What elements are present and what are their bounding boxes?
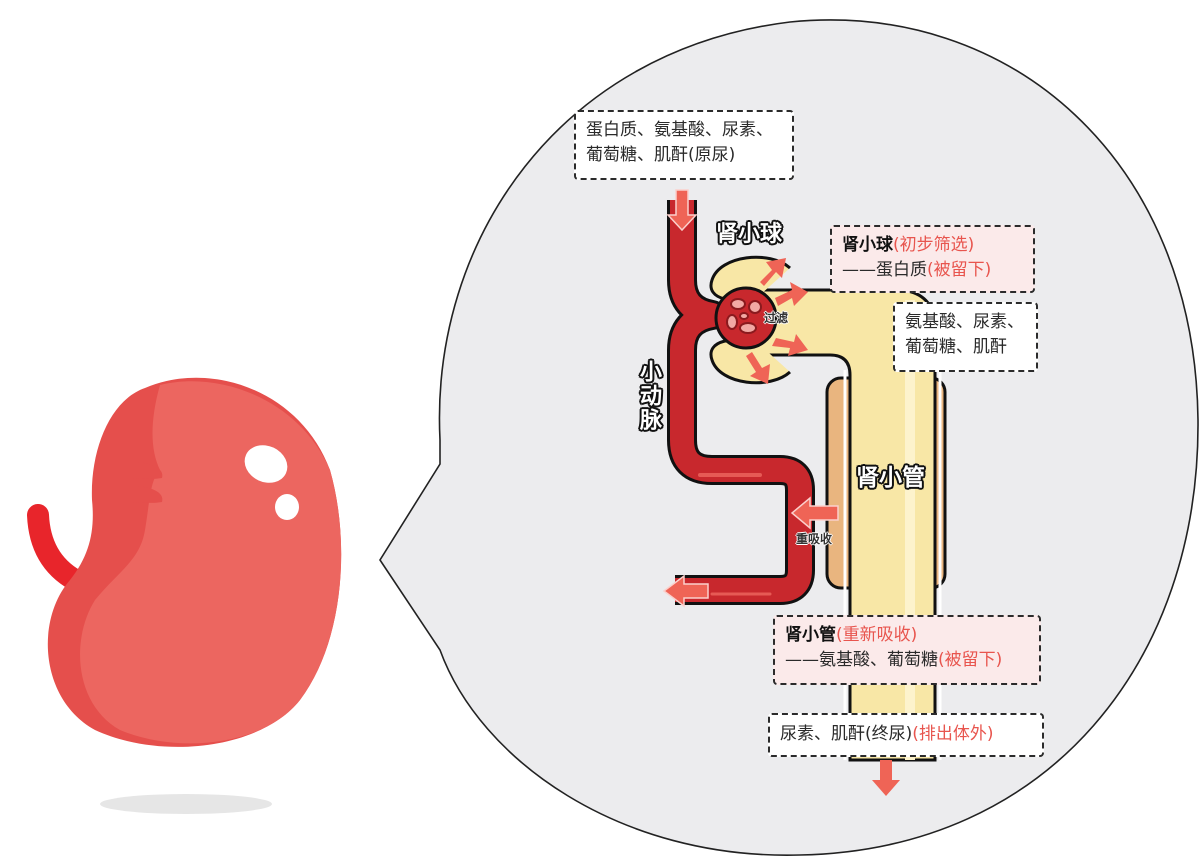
tubule-note-line2-note: (被留下) <box>938 650 1003 670</box>
primary-urine-line1: 蛋白质、氨基酸、尿素、 <box>586 120 773 140</box>
kidney-icon <box>47 377 342 747</box>
filtrate-line1: 氨基酸、尿素、 <box>905 312 1024 332</box>
kidney-highlight-small <box>275 494 299 520</box>
excretion-arrow-icon <box>872 760 900 796</box>
ureter-icon <box>27 504 86 591</box>
tubule-note-heading-note: (重新吸收) <box>836 625 918 645</box>
tubule-note-line2: ——氨基酸、葡萄糖 <box>785 650 938 670</box>
tubule-note-heading: 肾小管 <box>785 625 836 645</box>
glomerulus-label: 肾小球 <box>715 221 783 247</box>
tubule-label: 肾小管 <box>855 464 925 491</box>
arteriole-vessel <box>667 200 815 605</box>
arteriole-label: 小动脉 <box>635 359 661 432</box>
reabsorption-label: 重吸收 <box>796 532 833 546</box>
glomerulus-note-line2: ——蛋白质 <box>842 260 927 280</box>
tubule-note-box: 肾小管(重新吸收) ——氨基酸、葡萄糖(被留下) <box>773 615 1041 685</box>
final-urine-note: (排出体外) <box>912 724 994 744</box>
glomerulus-note-heading: 肾小球 <box>842 235 893 255</box>
kidney-highlight-large <box>244 445 288 483</box>
kidney-shadow <box>100 794 272 814</box>
glomerulus-note-heading-note: (初步筛选) <box>893 235 975 255</box>
filtration-arrows <box>746 258 808 384</box>
outflow-arrow-icon <box>662 574 709 608</box>
filtration-label: 过滤 <box>764 311 789 325</box>
final-urine-box: 尿素、肌酐(终尿)(排出体外) <box>768 713 1044 757</box>
inflow-arrow-icon <box>666 189 698 232</box>
filtrate-box: 氨基酸、尿素、 葡萄糖、肌酐 <box>893 302 1038 372</box>
reabsorption-arrow-icon <box>790 496 839 530</box>
glomerulus-note-line2-note: (被留下) <box>927 260 992 280</box>
primary-urine-box: 蛋白质、氨基酸、尿素、 葡萄糖、肌酐(原尿) <box>574 110 794 180</box>
primary-urine-line2: 葡萄糖、肌酐(原尿) <box>586 145 736 165</box>
glomerulus <box>714 286 778 350</box>
glomerulus-note-box: 肾小球(初步筛选) ——蛋白质(被留下) <box>830 225 1035 293</box>
final-urine-text: 尿素、肌酐(终尿) <box>780 724 913 744</box>
filtrate-line2: 葡萄糖、肌酐 <box>905 337 1007 357</box>
